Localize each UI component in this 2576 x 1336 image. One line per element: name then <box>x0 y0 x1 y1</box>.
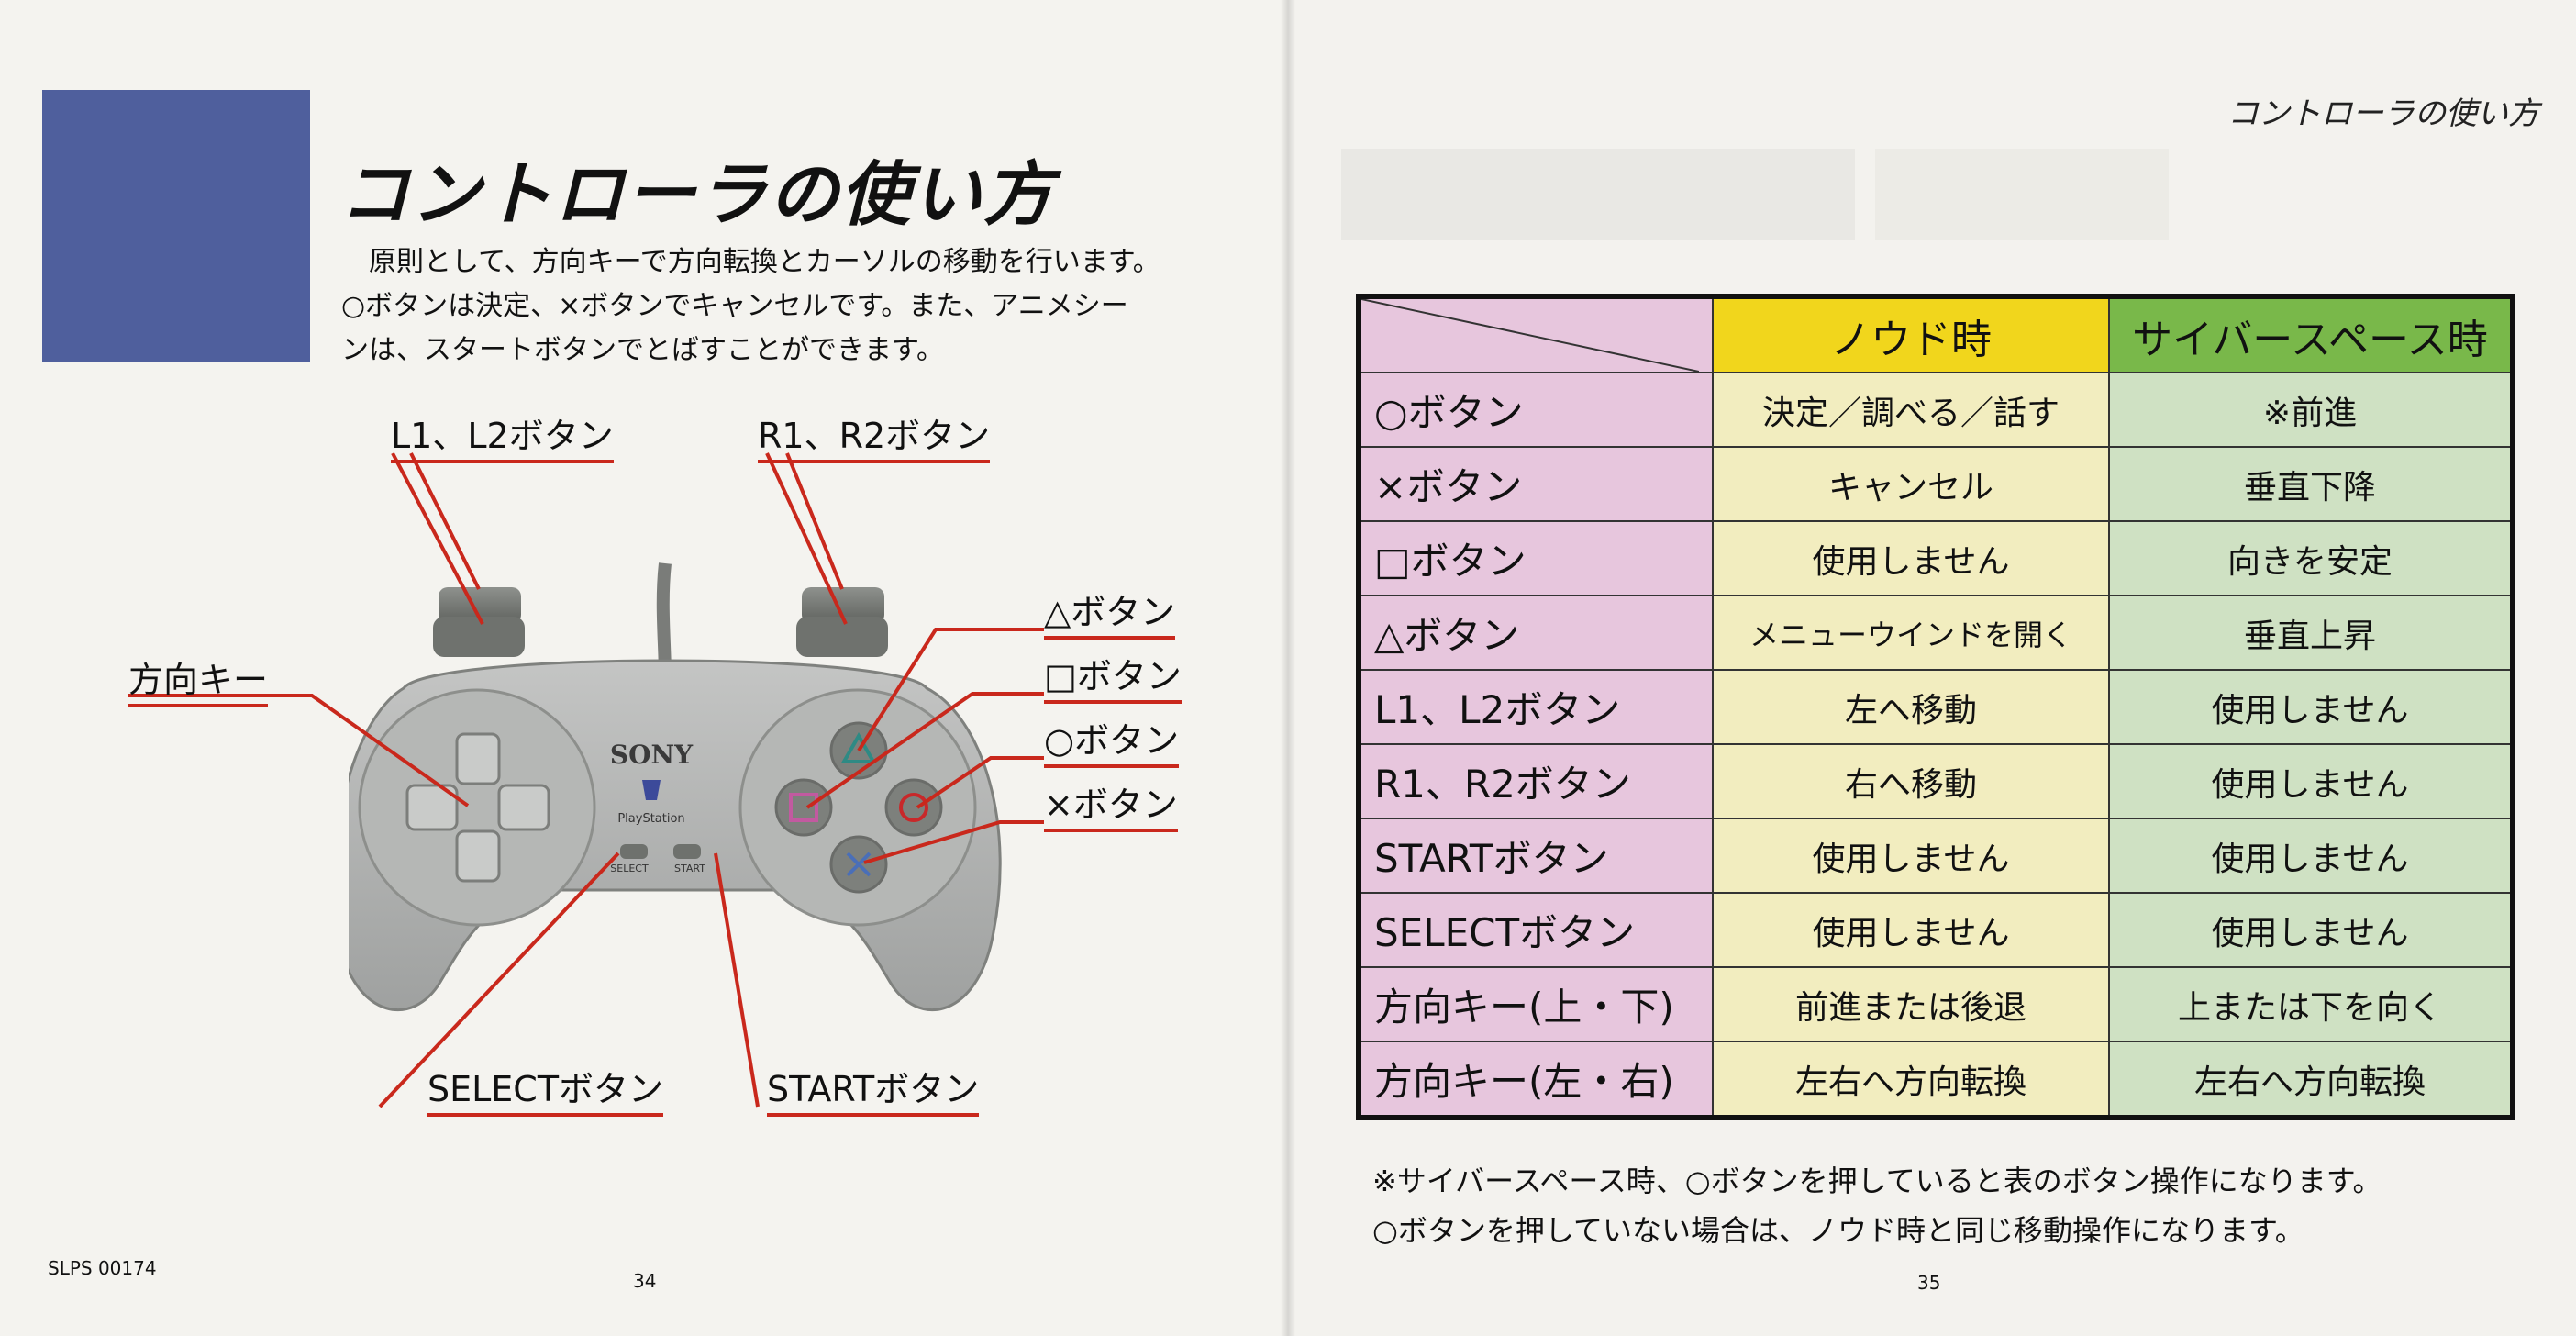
page-number-right: 35 <box>1917 1272 1941 1294</box>
table-row: 方向キー(上・下)前進または後退上または下を向く <box>1358 966 2514 1042</box>
playstation-logo-icon <box>642 780 661 800</box>
row-nowd: 左右へ方向転換 <box>1712 1041 2110 1119</box>
row-nowd: キャンセル <box>1712 446 2110 522</box>
row-cyber: 垂直上昇 <box>2108 595 2514 671</box>
show-through <box>1341 149 1855 240</box>
start-text: START <box>674 863 705 874</box>
page-title: コントローラの使い方 <box>339 153 1055 235</box>
row-button: ○ボタン <box>1358 372 1714 448</box>
row-nowd: 左へ移動 <box>1712 669 2110 745</box>
row-button: ×ボタン <box>1358 446 1714 522</box>
right-grip <box>738 688 977 927</box>
row-button: 方向キー(左・右) <box>1358 1041 1714 1119</box>
label-l1-l2: L1、L2ボタン <box>391 407 614 463</box>
header-cyberspace: サイバースペース時 <box>2108 295 2514 373</box>
dpad <box>405 732 550 883</box>
page-number-left: 34 <box>633 1270 657 1292</box>
row-cyber: 上または下を向く <box>2108 966 2514 1042</box>
row-button: □ボタン <box>1358 520 1714 596</box>
footnote-line: ※サイバースペース時、○ボタンを押していると表のボタン操作になります。 <box>1372 1163 2382 1198</box>
row-cyber: 左右へ方向転換 <box>2108 1041 2514 1119</box>
row-button: L1、L2ボタン <box>1358 669 1714 745</box>
table-header-row: ノウド時 サイバースペース時 <box>1358 295 2514 373</box>
table-row: ○ボタン決定／調べる／話す※前進 <box>1358 372 2514 448</box>
label-select: SELECTボタン <box>427 1061 664 1117</box>
row-cyber: 使用しません <box>2108 818 2514 894</box>
table-row: 方向キー(左・右)左右へ方向転換左右へ方向転換 <box>1358 1041 2514 1119</box>
select-button <box>620 844 648 859</box>
intro-line: ンは、スタートボタンでとばすことができます。 <box>341 334 944 366</box>
brand-text: SONY <box>610 740 694 770</box>
leader-lines <box>128 452 1044 1108</box>
table-row: STARTボタン使用しません使用しません <box>1358 818 2514 894</box>
controller-illustration: SONY PlayStation SELECT START <box>349 562 1002 1012</box>
table-row: □ボタン使用しません向きを安定 <box>1358 520 2514 596</box>
row-cyber: 垂直下降 <box>2108 446 2514 522</box>
label-triangle: △ボタン <box>1044 584 1176 640</box>
label-circle: ○ボタン <box>1044 712 1180 768</box>
row-nowd: 使用しません <box>1712 818 2110 894</box>
table-row: L1、L2ボタン左へ移動使用しません <box>1358 669 2514 745</box>
table-row: ×ボタンキャンセル垂直下降 <box>1358 446 2514 522</box>
l1-l2-buttons <box>433 587 525 657</box>
row-button: 方向キー(上・下) <box>1358 966 1714 1042</box>
decorative-blue-block <box>42 90 310 362</box>
select-text: SELECT <box>610 863 649 874</box>
label-r1-r2: R1、R2ボタン <box>758 407 991 463</box>
row-nowd: 決定／調べる／話す <box>1712 372 2110 448</box>
table-row: SELECTボタン使用しません使用しません <box>1358 892 2514 968</box>
row-cyber: 使用しません <box>2108 743 2514 819</box>
row-nowd: メニューウインドを開く <box>1712 595 2110 671</box>
running-head: コントローラの使い方 <box>2227 95 2539 132</box>
footnote-line: ○ボタンを押していない場合は、ノウド時と同じ移動操作になります。 <box>1372 1213 2304 1248</box>
intro-line: ○ボタンは決定、×ボタンでキャンセルです。また、アニメシー <box>341 290 1128 322</box>
row-nowd: 右へ移動 <box>1712 743 2110 819</box>
product-code: SLPS 00174 <box>48 1257 157 1279</box>
label-square: □ボタン <box>1044 648 1182 704</box>
row-cyber: 使用しません <box>2108 669 2514 745</box>
row-nowd: 使用しません <box>1712 520 2110 596</box>
row-button: STARTボタン <box>1358 818 1714 894</box>
label-dpad: 方向キー <box>128 651 269 707</box>
controls-table: ノウド時 サイバースペース時 ○ボタン決定／調べる／話す※前進 ×ボタンキャンセ… <box>1356 294 2515 1120</box>
intro-line: 原則として、方向キーで方向転換とカーソルの移動を行います。 <box>369 246 1160 278</box>
table-row: △ボタンメニューウインドを開く垂直上昇 <box>1358 595 2514 671</box>
book-gutter <box>1281 0 1295 1336</box>
header-nowd: ノウド時 <box>1712 295 2110 373</box>
logo-text: PlayStation <box>617 812 684 826</box>
r1-r2-buttons <box>796 587 888 657</box>
face-buttons <box>774 721 943 894</box>
row-button: R1、R2ボタン <box>1358 743 1714 819</box>
start-button <box>673 844 701 859</box>
row-cyber: 向きを安定 <box>2108 520 2514 596</box>
table-row: R1、R2ボタン右へ移動使用しません <box>1358 743 2514 819</box>
row-cyber: ※前進 <box>2108 372 2514 448</box>
left-grip <box>358 688 596 927</box>
row-cyber: 使用しません <box>2108 892 2514 968</box>
table-corner-cell <box>1358 295 1714 373</box>
row-nowd: 前進または後退 <box>1712 966 2110 1042</box>
label-start: STARTボタン <box>767 1061 980 1117</box>
row-nowd: 使用しません <box>1712 892 2110 968</box>
row-button: SELECTボタン <box>1358 892 1714 968</box>
row-button: △ボタン <box>1358 595 1714 671</box>
diagonal-line <box>1361 299 1699 372</box>
intro-text: 原則として、方向キーで方向転換とカーソルの移動を行います。 ○ボタンは決定、×ボ… <box>341 240 1240 373</box>
show-through <box>1875 149 2169 240</box>
left-page: コントローラの使い方 原則として、方向キーで方向転換とカーソルの移動を行います。… <box>42 90 1240 1292</box>
label-cross: ×ボタン <box>1044 776 1178 832</box>
